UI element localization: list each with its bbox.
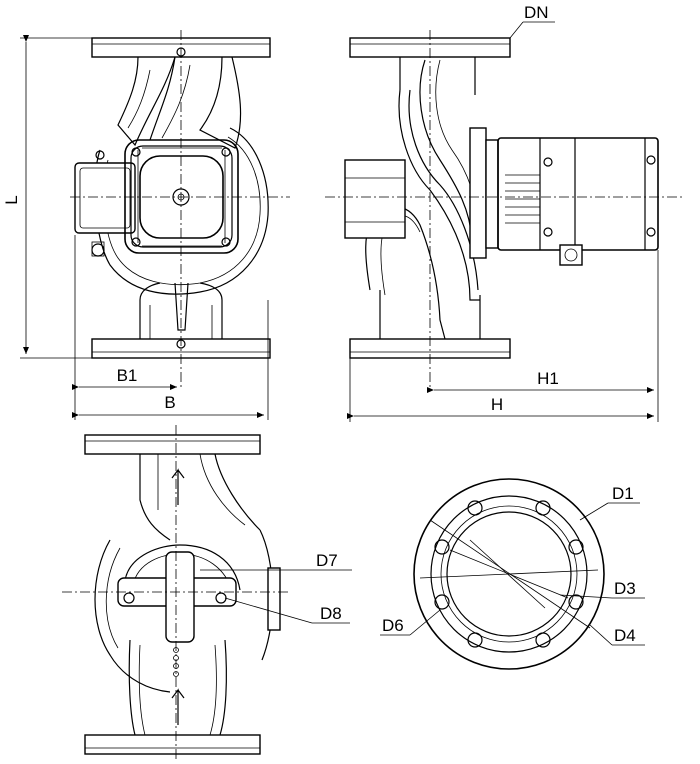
leader-d6: D6 xyxy=(380,609,441,636)
label-l: L xyxy=(2,195,21,204)
label-d8: D8 xyxy=(320,604,342,623)
dimension-h: H1 H xyxy=(347,250,659,422)
flange-view xyxy=(413,478,605,670)
label-h1: H1 xyxy=(537,369,559,388)
motor-fins xyxy=(137,147,226,247)
label-b: B xyxy=(164,393,175,412)
bolt-holes xyxy=(434,500,584,648)
leader-dn: DN xyxy=(509,3,555,39)
leader-d3: D3 xyxy=(559,579,645,599)
leader-d7: D7 xyxy=(200,551,352,571)
label-d3: D3 xyxy=(614,579,636,598)
label-b1: B1 xyxy=(117,366,138,385)
leader-d4: D4 xyxy=(589,624,645,646)
label-h: H xyxy=(491,395,503,414)
side-view xyxy=(325,30,685,390)
label-d6: D6 xyxy=(382,616,404,635)
leader-d1: D1 xyxy=(579,484,640,521)
front-view xyxy=(70,30,290,390)
label-d7: D7 xyxy=(316,551,338,570)
dimension-b: B1 B xyxy=(72,235,269,420)
leader-d8: D8 xyxy=(224,597,350,624)
label-d1: D1 xyxy=(612,484,634,503)
label-dn: DN xyxy=(524,3,549,22)
dimension-l: L xyxy=(2,35,92,359)
side-motor-fins xyxy=(505,174,540,224)
section-view xyxy=(62,425,290,760)
label-d4: D4 xyxy=(614,626,636,645)
